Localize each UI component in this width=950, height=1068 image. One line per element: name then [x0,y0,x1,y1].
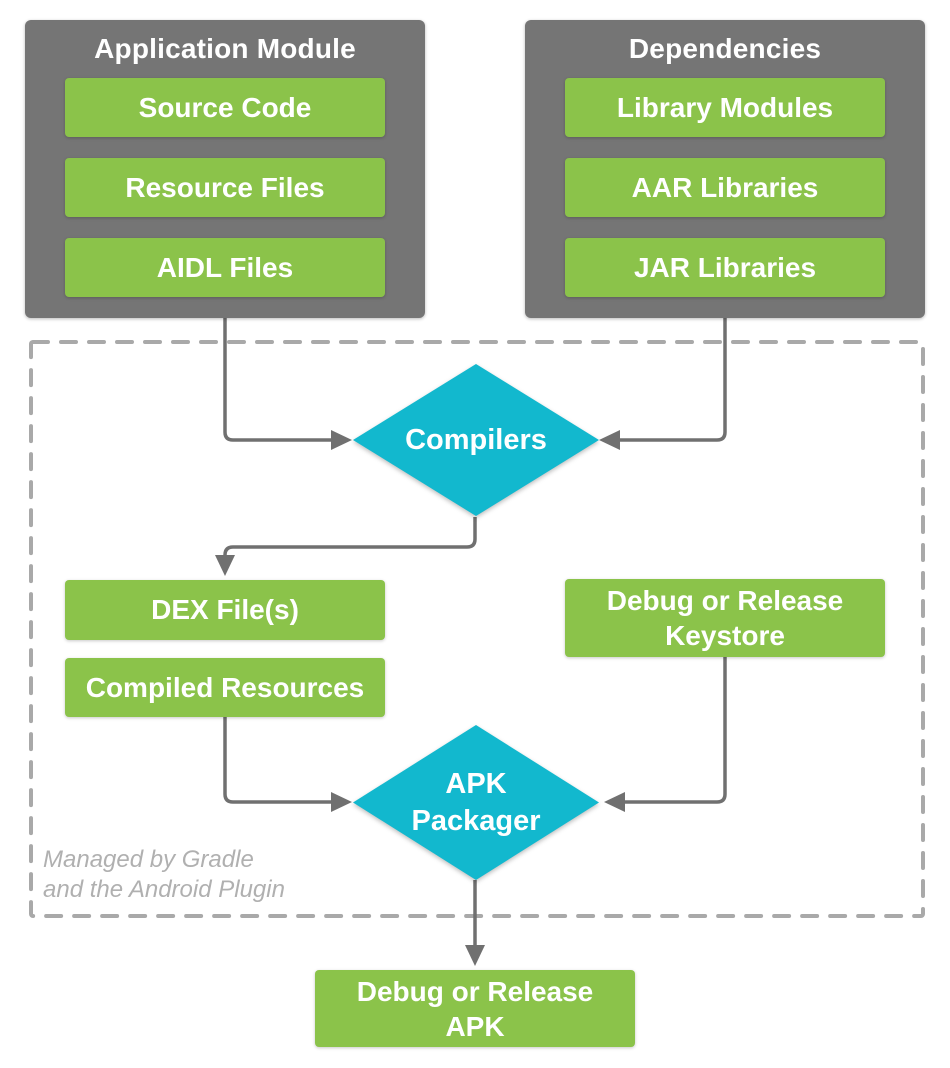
chip-aar-libraries: AAR Libraries [565,158,885,217]
application-module-group: Application Module Source Code Resource … [25,20,425,318]
arrow-resources-to-apk-packager [223,717,352,812]
gradle-boundary-dashed-box [29,340,925,918]
arrow-keystore-to-apk-packager [604,657,727,812]
apk-packager-label-line1: APK [445,767,507,800]
output-apk-label-line2: APK [445,1010,505,1042]
chip-dex-files: DEX File(s) [65,580,385,640]
dex-files-label: DEX File(s) [151,594,299,625]
chip-library-modules: Library Modules [565,78,885,137]
keystore-label-line1: Debug or Release [606,585,844,616]
chip-jar-libraries: JAR Libraries [565,238,885,297]
chip-aidl-files: AIDL Files [65,238,385,297]
compilers-diamond: Compilers [353,364,599,516]
chip-compiled-resources: Compiled Resources [65,658,385,717]
gradle-note-line1: Managed by Gradle [43,846,254,873]
arrow-app-module-to-compilers [223,318,352,450]
arrow-dependencies-to-compilers [599,318,727,450]
apk-packager-label-line2: Packager [411,804,541,837]
apk-packager-diamond: APK Packager [353,725,599,880]
chip-resource-files: Resource Files [65,158,385,217]
output-apk-label-line1: Debug or Release [356,975,594,1007]
dependencies-title: Dependencies [628,33,822,64]
gradle-note-line2: and the Android Plugin [43,876,285,903]
application-module-title: Application Module [94,33,356,64]
compilers-label: Compilers [405,423,547,456]
compiled-resources-label: Compiled Resources [85,671,365,703]
dependencies-group: Dependencies Library Modules AAR Librari… [525,20,925,318]
chip-keystore: Debug or Release Keystore [565,579,885,657]
chip-output-apk: Debug or Release APK [315,970,635,1047]
arrow-compilers-to-dex [215,517,477,576]
chip-source-code: Source Code [65,78,385,137]
gradle-note: Managed by Gradle and the Android Plugin [43,845,285,905]
keystore-label-line2: Keystore [665,620,785,651]
